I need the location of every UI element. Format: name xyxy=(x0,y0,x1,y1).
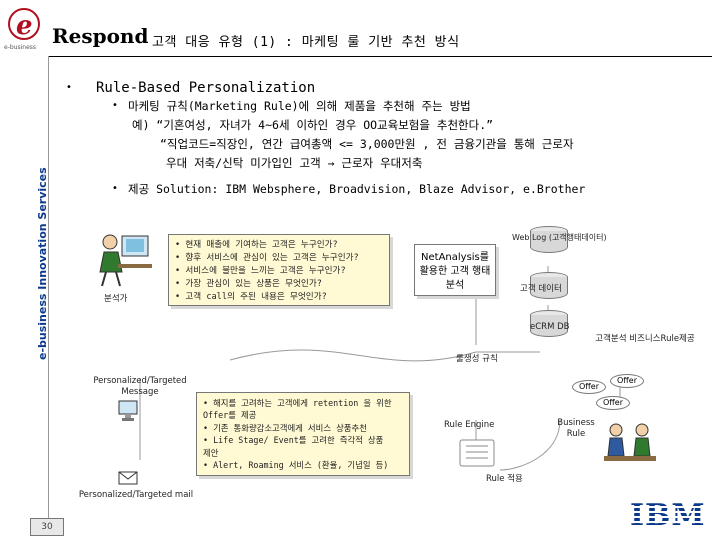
offer-bubble: Offer xyxy=(596,396,630,410)
text-line-1: 마케팅 규칙(Marketing Rule)에 의해 제품을 추천해 주는 방법 xyxy=(128,99,471,113)
logo-caption: e-business xyxy=(4,44,37,51)
text-line-4: 우대 저축/신탁 미가입인 고객 → 근로자 우대저축 xyxy=(166,156,423,170)
rule-spec-label: 룰생성 규칙 xyxy=(456,354,498,364)
page-title: Respond xyxy=(52,24,149,48)
bullet-marker: • xyxy=(112,183,118,194)
section-heading: Rule-Based Personalization xyxy=(96,80,316,96)
ecrm-db-icon xyxy=(530,310,568,337)
svg-text:e: e xyxy=(16,11,33,41)
action-item: 제안 xyxy=(203,447,219,458)
personalized-mail-label: Personalized/Targeted mail xyxy=(78,490,194,500)
bullet-marker: • xyxy=(112,100,118,111)
question-item: • 현재 매출에 기여하는 고객은 누구인가? xyxy=(175,240,338,250)
offer-bubble: Offer xyxy=(610,374,644,388)
bullet-marker: • xyxy=(66,82,72,93)
left-divider xyxy=(48,56,49,526)
bizrule-label: 고객분석 비즈니스Rule제공 xyxy=(595,334,695,344)
personalized-message-label: Personalized/Targeted Message xyxy=(93,376,187,397)
web-log-db-icon xyxy=(530,226,568,253)
rule-apply-label: Rule 적용 xyxy=(486,474,523,484)
offer-bubble: Offer xyxy=(572,380,606,394)
customer-db-icon xyxy=(530,272,568,299)
rule-engine-label: Rule Engine xyxy=(444,420,495,430)
text-line-3: “직업코드=직장인, 연간 급여총액 <= 3,000만원 , 전 금융기관을 … xyxy=(160,137,574,151)
page-number: 30 xyxy=(30,518,64,536)
action-item: • 기존 통화량감소고객에게 서비스 상품추천 xyxy=(203,422,367,433)
analyst-icon xyxy=(99,234,152,287)
analyst-label: 분석가 xyxy=(104,294,128,304)
text-line-2: 예) “기혼여성, 자녀가 4~6세 이하인 경우 OO교육보험을 추천한다.” xyxy=(132,118,494,132)
question-item: • 서비스에 불만을 느끼는 고객은 누구인가? xyxy=(175,266,346,276)
action-item: • 해지를 고려하는 고객에게 retention 을 위한 xyxy=(203,398,392,408)
web-log-label: Web Log (고객행태데이터) xyxy=(512,233,607,242)
planners-icon xyxy=(604,423,656,461)
business-rule-label: Business Rule xyxy=(557,418,595,439)
title-divider xyxy=(48,56,712,57)
question-item: • 고객 call의 주된 내용은 무엇인가? xyxy=(175,292,327,302)
questions-box: • 현재 매출에 기여하는 고객은 누구인가? • 향후 서비스에 관심이 있는… xyxy=(168,234,390,306)
monitor-icon xyxy=(118,400,138,421)
actions-box: • 해지를 고려하는 고객에게 retention 을 위한 Offer를 제공… xyxy=(196,392,410,476)
page-subtitle: 고객 대응 유형 (1) : 마케팅 룰 기반 추천 방식 xyxy=(152,35,460,50)
action-item: Offer를 제공 xyxy=(203,410,257,421)
mail-icon xyxy=(118,471,138,485)
ibm-logo: IBM xyxy=(630,498,706,533)
question-item: • 가장 관심이 있는 상품은 무엇인가? xyxy=(175,279,322,289)
text-line-5: 제공 Solution: IBM Websphere, Broadvision,… xyxy=(128,182,586,196)
ecrm-label: eCRM DB xyxy=(530,322,570,332)
customer-data-label: 고객 데이터 xyxy=(520,284,562,294)
action-item: • Life Stage/ Event를 고려한 즉각적 상품 xyxy=(203,435,384,446)
action-item: • Alert, Roaming 서비스 (환율, 기념일 등) xyxy=(203,460,389,471)
company-logo-icon: e xyxy=(8,8,40,41)
net-analysis-box: NetAnalysis를 활용한 고객 행태분석 xyxy=(414,244,496,296)
question-item: • 향후 서비스에 관심이 있는 고객은 누구인가? xyxy=(175,253,359,263)
